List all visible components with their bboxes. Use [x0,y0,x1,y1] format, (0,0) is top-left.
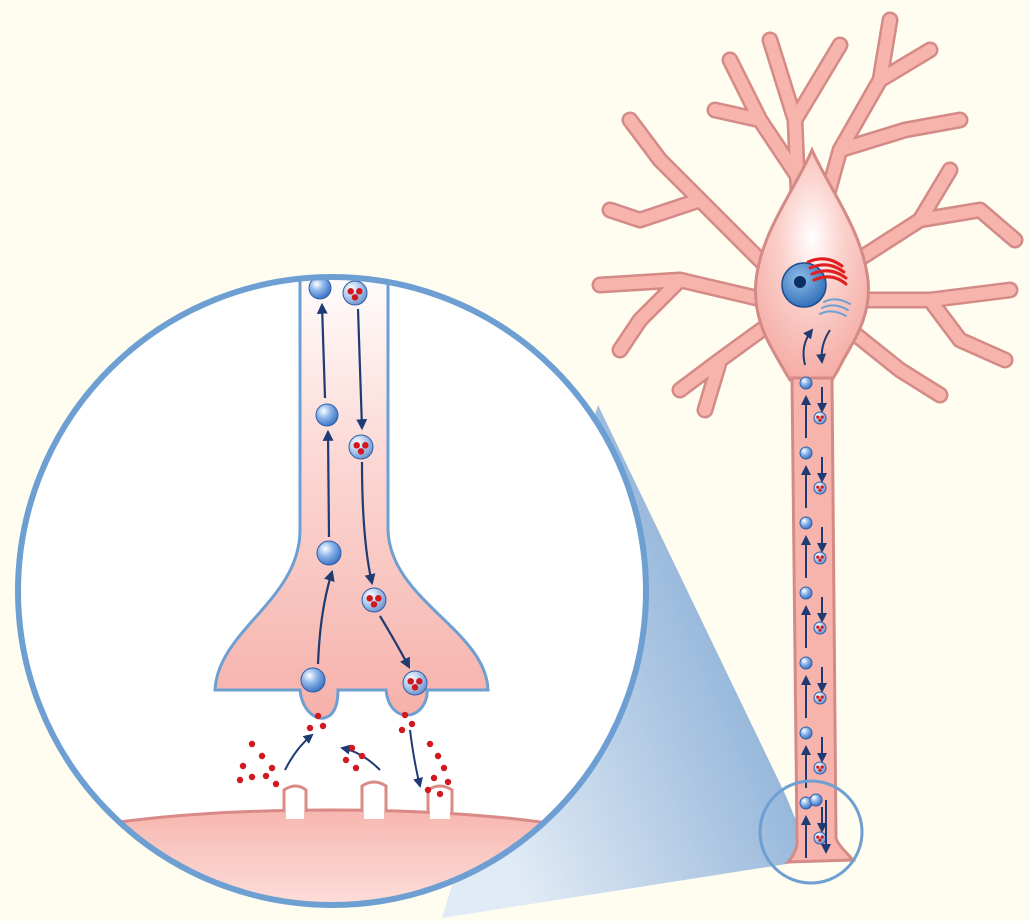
neurotransmitter-vesicle-icon [343,281,367,305]
red-dot-icon [816,486,819,489]
neurotransmitter-vesicle-icon [814,552,826,564]
retrograde-arrow [328,432,329,537]
vesicle-membrane [814,692,826,704]
red-dot-icon [353,442,359,448]
red-dot-icon [435,753,441,759]
nucleolus [794,276,806,288]
red-dot-icon [353,765,359,771]
vesicle-membrane [362,588,386,612]
red-dot-icon [399,727,405,733]
neurotransmitter-vesicle-icon [814,762,826,774]
red-dot-icon [818,419,821,422]
blue-sphere-icon [810,794,822,806]
red-dot-icon [347,288,353,294]
red-dot-icon [431,775,437,781]
red-dot-icon [416,678,422,684]
red-dot-icon [366,595,372,601]
red-dot-icon [445,779,451,785]
red-dot-icon [821,486,824,489]
red-dot-icon [249,741,255,747]
blue-sphere-icon [800,517,812,529]
red-dot-icon [259,753,265,759]
red-dot-icon [343,757,349,763]
red-dot-icon [237,777,243,783]
red-dot-icon [412,684,418,690]
vesicle-membrane [343,281,367,305]
red-dot-icon [816,416,819,419]
red-dot-icon [821,626,824,629]
red-dot-icon [818,559,821,562]
vesicle-membrane [403,671,427,695]
vesicle-membrane [814,762,826,774]
red-dot-icon [320,723,326,729]
red-dot-icon [821,416,824,419]
red-dot-icon [315,713,321,719]
neurotransmitter-vesicle-icon [814,412,826,424]
red-dot-icon [269,765,275,771]
red-dot-icon [359,753,365,759]
red-dot-icon [427,741,433,747]
vesicle-membrane [814,832,826,844]
red-dot-icon [821,836,824,839]
neurotransmitter-vesicle-icon [814,692,826,704]
neurotransmitter-vesicle-icon [814,622,826,634]
red-dot-icon [307,725,313,731]
red-dot-icon [375,595,381,601]
red-dot-icon [407,678,413,684]
blue-sphere-icon [800,657,812,669]
red-dot-icon [821,556,824,559]
neurotransmitter-vesicle-icon [362,588,386,612]
red-dot-icon [349,745,355,751]
vesicle-membrane [349,435,373,459]
red-dot-icon [818,699,821,702]
red-dot-icon [273,781,279,787]
red-dot-icon [818,629,821,632]
blue-sphere-icon [800,587,812,599]
vesicle-membrane [814,412,826,424]
blue-sphere-icon [301,668,325,692]
neurotransmitter-vesicle-icon [349,435,373,459]
blue-sphere-icon [800,447,812,459]
blue-sphere-icon [800,377,812,389]
red-dot-icon [816,696,819,699]
red-dot-icon [818,839,821,842]
red-dot-icon [818,489,821,492]
blue-sphere-icon [316,404,338,426]
red-dot-icon [402,712,408,718]
red-dot-icon [249,774,255,780]
neurotransmitter-vesicle-icon [814,832,826,844]
red-dot-icon [821,766,824,769]
red-dot-icon [263,773,269,779]
neurotransmitter-vesicle-icon [814,482,826,494]
red-dot-icon [358,448,364,454]
vesicle-membrane [814,552,826,564]
red-dot-icon [437,791,443,797]
red-dot-icon [371,601,377,607]
red-dot-icon [425,787,431,793]
red-dot-icon [240,763,246,769]
red-dot-icon [362,442,368,448]
neurotransmitter-vesicle-icon [403,671,427,695]
red-dot-icon [409,721,415,727]
red-dot-icon [441,765,447,771]
blue-sphere-icon [800,727,812,739]
red-dot-icon [356,288,362,294]
red-dot-icon [352,294,358,300]
red-dot-icon [821,696,824,699]
red-dot-icon [816,626,819,629]
blue-sphere-icon [317,541,341,565]
red-dot-icon [816,556,819,559]
vesicle-membrane [814,482,826,494]
red-dot-icon [818,769,821,772]
axon [788,378,853,862]
vesicle-membrane [814,622,826,634]
red-dot-icon [816,766,819,769]
red-dot-icon [816,836,819,839]
